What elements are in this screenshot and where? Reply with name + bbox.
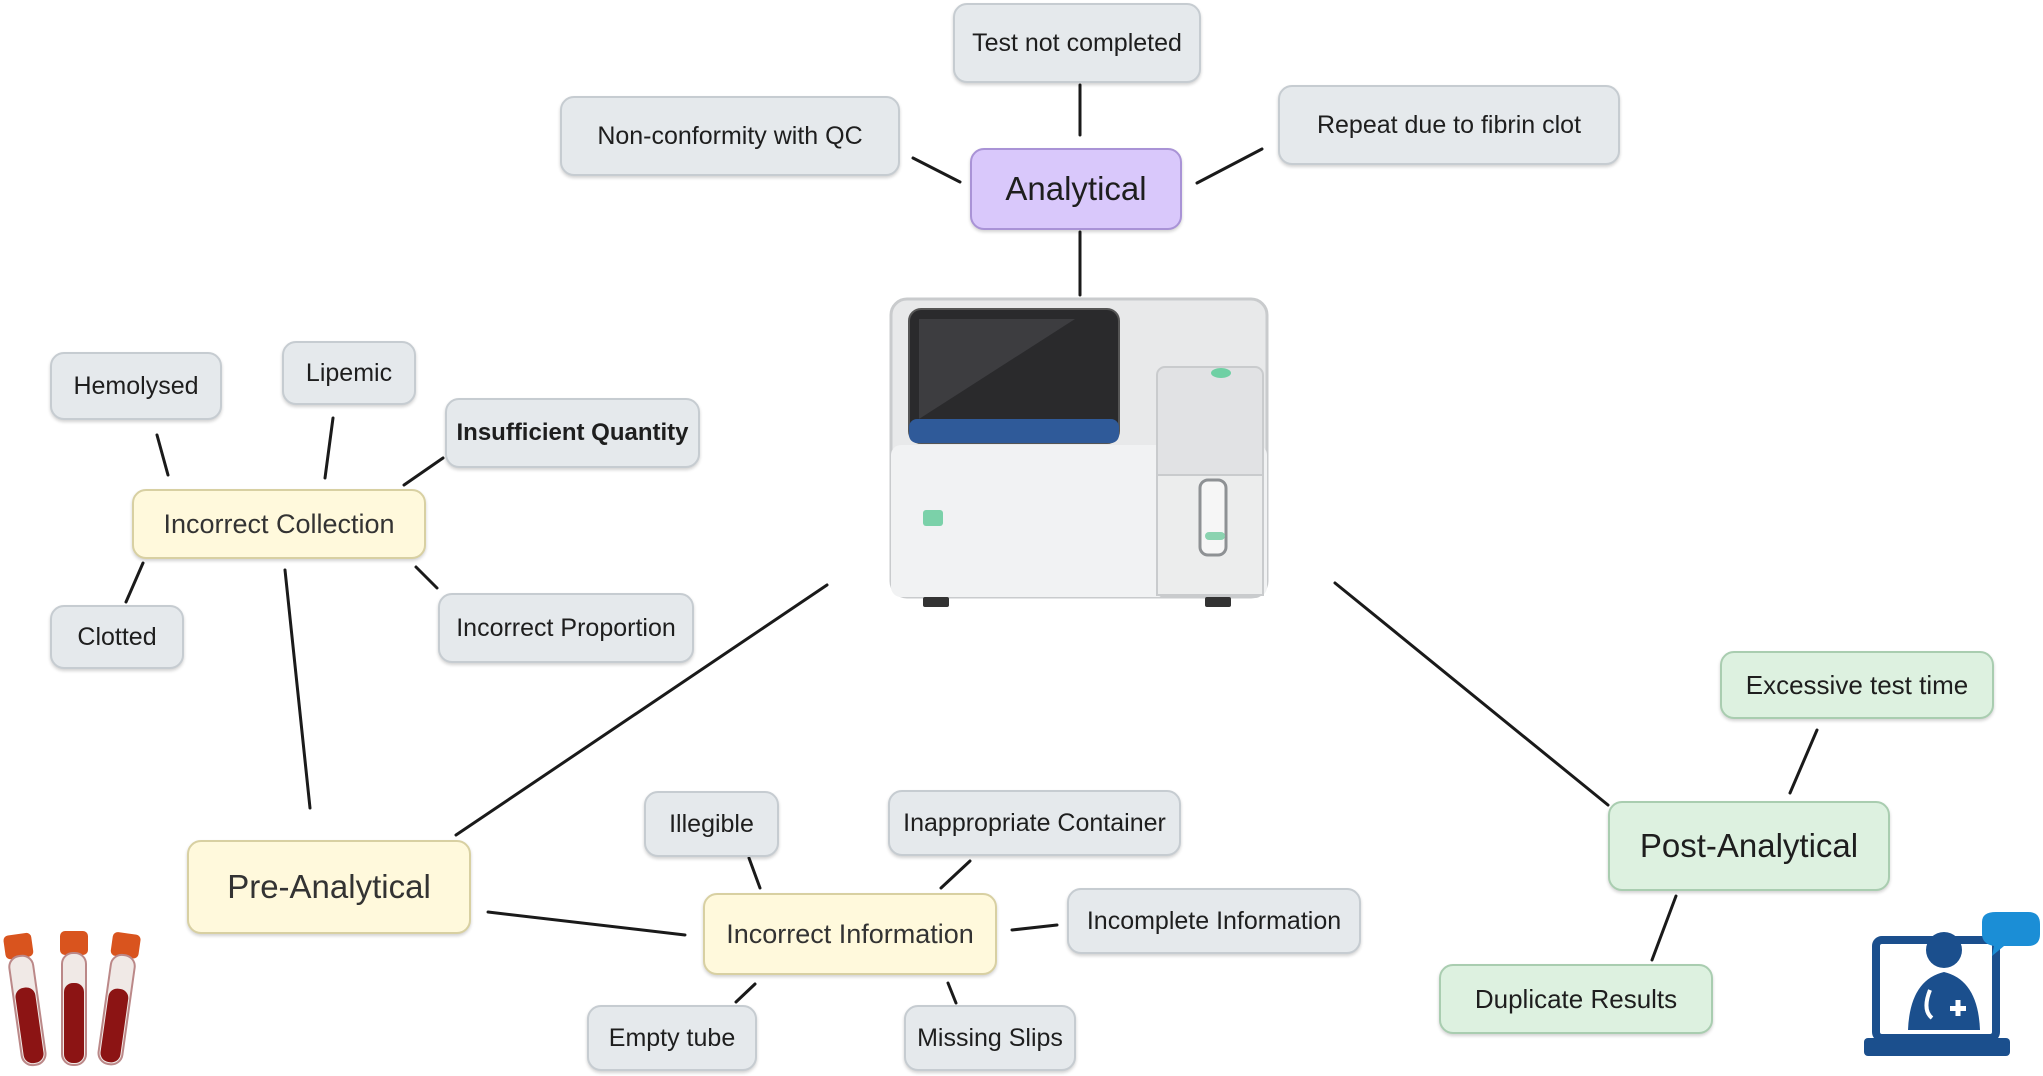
clotted-node: Clotted [50, 605, 184, 669]
empty-tube-node: Empty tube [587, 1005, 757, 1071]
incorrect-information-node: Incorrect Information [703, 893, 997, 975]
link-post-duplicate [1650, 894, 1678, 962]
link-analytical-non-conformity [911, 156, 962, 184]
incorrect-proportion-node: Incorrect Proportion [438, 593, 694, 663]
analytical-node: Analytical [970, 148, 1182, 230]
inappropriate-container-node: Inappropriate Container [888, 790, 1181, 856]
incorrect-collection-node: Incorrect Collection [132, 489, 426, 559]
link-information-empty-tube [734, 982, 757, 1004]
link-information-missing-slips [946, 981, 958, 1005]
link-information-container [939, 859, 972, 890]
duplicate-results-node: Duplicate Results [1439, 964, 1713, 1034]
insufficient-quantity-node: Insufficient Quantity [445, 398, 700, 468]
link-information-incomplete [1010, 923, 1059, 932]
link-collection-lipemic [323, 416, 335, 480]
link-pre-analytical-incorrect-information [486, 910, 687, 937]
link-collection-clotted [124, 561, 145, 604]
link-collection-proportion [414, 565, 439, 590]
hemolysed-node: Hemolysed [50, 352, 222, 420]
lab-analyzer-machine-icon [889, 297, 1269, 607]
link-information-illegible [747, 856, 762, 890]
non-conformity-qc-node: Non-conformity with QC [560, 96, 900, 176]
test-not-completed-node: Test not completed [953, 3, 1201, 83]
repeat-fibrin-clot-node: Repeat due to fibrin clot [1278, 85, 1620, 165]
lipemic-node: Lipemic [282, 341, 416, 405]
blood-sample-tubes-icon [3, 931, 141, 1067]
link-analyzer-post-analytical [1333, 581, 1610, 807]
incomplete-information-node: Incomplete Information [1067, 888, 1361, 954]
link-post-excessive [1788, 728, 1819, 795]
excessive-test-time-node: Excessive test time [1720, 651, 1994, 719]
link-analytical-repeat-fibrin [1195, 147, 1264, 185]
missing-slips-node: Missing Slips [904, 1005, 1076, 1071]
post-analytical-node: Post-Analytical [1608, 801, 1890, 891]
link-collection-insufficient [402, 456, 445, 487]
illegible-node: Illegible [644, 791, 779, 857]
telemedicine-laptop-doctor-icon [1864, 912, 2040, 1056]
link-pre-analytical-incorrect-collection [283, 568, 312, 810]
link-collection-hemolysed [155, 433, 170, 477]
link-analyzer-pre-analytical [454, 583, 829, 837]
pre-analytical-node: Pre-Analytical [187, 840, 471, 934]
